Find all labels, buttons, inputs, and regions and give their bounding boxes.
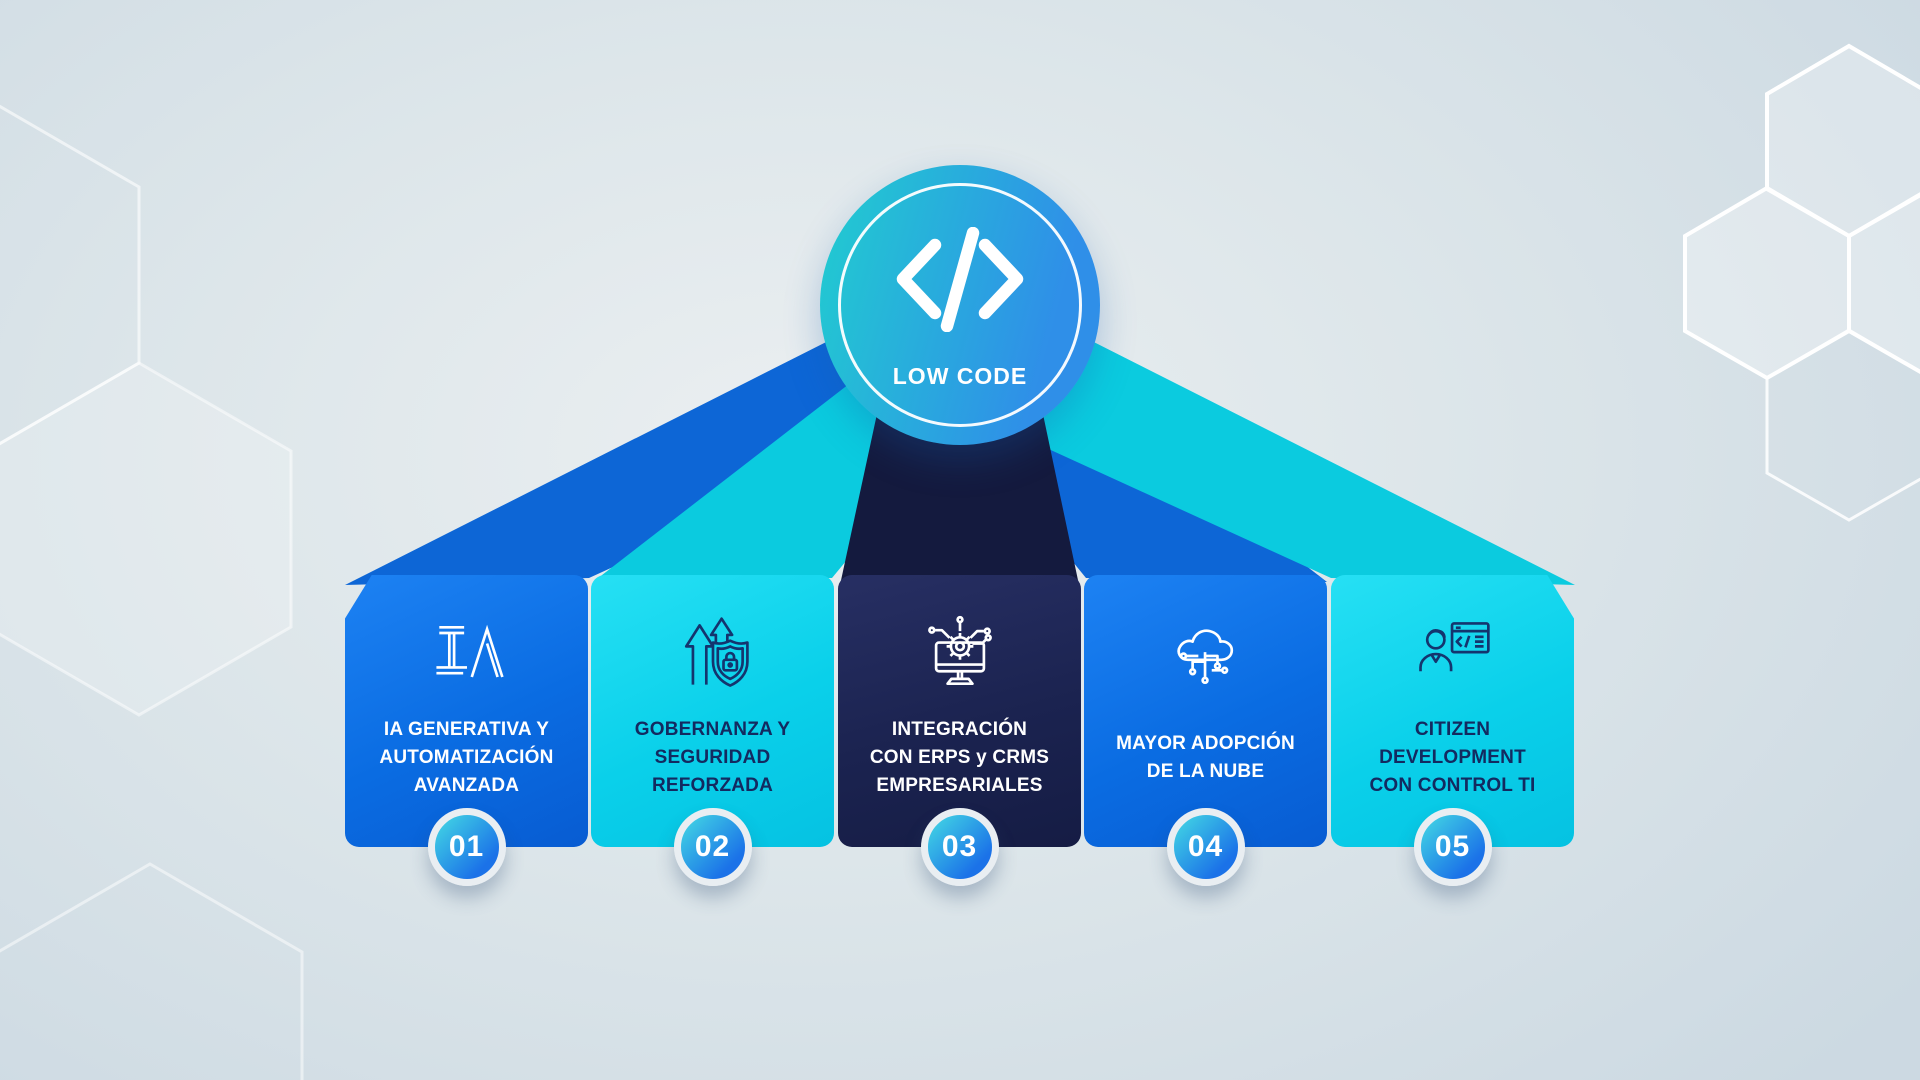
card-icon-wrap bbox=[1410, 605, 1496, 705]
ray-card-5 bbox=[985, 330, 1575, 585]
step-badge-5: 05 bbox=[1413, 808, 1492, 886]
card-citizen-development: CITIZEN DEVELOPMENT CON CONTROL TI 05 bbox=[1331, 575, 1574, 886]
monitor-gear-icon bbox=[927, 615, 992, 686]
step-badge-2: 02 bbox=[673, 808, 752, 886]
ray-card-1 bbox=[345, 330, 935, 585]
hexagon-left-middle bbox=[0, 361, 293, 717]
hub-label: LOW CODE bbox=[892, 363, 1028, 389]
hexagon-outline-left-top bbox=[0, 104, 141, 446]
step-number: 01 bbox=[448, 830, 485, 863]
hexagon-left-bottom bbox=[0, 862, 304, 1080]
low-code-hub: LOW CODE bbox=[820, 165, 1100, 445]
ray-card-3 bbox=[840, 400, 1079, 585]
hub-inner-ring bbox=[838, 183, 1082, 427]
person-code-icon bbox=[1418, 622, 1490, 672]
card-title: MAYOR ADOPCIÓN DE LA NUBE bbox=[1116, 733, 1295, 782]
card-title: INTEGRACIÓN CON ERPS y CRMS EMPRESARIALE… bbox=[869, 719, 1050, 796]
step-number: 05 bbox=[1434, 830, 1471, 863]
card-icon-wrap bbox=[917, 605, 1003, 705]
step-number: 04 bbox=[1187, 830, 1224, 863]
card-background bbox=[591, 575, 834, 847]
card-icon-wrap bbox=[424, 605, 510, 705]
card-title: IA GENERATIVA Y AUTOMATIZACIÓN AVANZADA bbox=[379, 719, 554, 796]
card-background bbox=[1331, 575, 1574, 847]
step-badge-1: 01 bbox=[427, 808, 506, 886]
card-background bbox=[838, 575, 1081, 847]
step-badge-3: 03 bbox=[920, 808, 999, 886]
hexagon-right-bottom bbox=[1765, 328, 1920, 522]
card-integracion: INTEGRACIÓN CON ERPS y CRMS EMPRESARIALE… bbox=[838, 575, 1081, 886]
step-badge-4: 04 bbox=[1166, 808, 1245, 886]
card-icon-wrap bbox=[670, 605, 756, 705]
card-ia-generativa: IA GENERATIVA Y AUTOMATIZACIÓN AVANZADA … bbox=[345, 575, 588, 886]
card-background bbox=[1084, 575, 1327, 847]
ai-letters-icon bbox=[435, 624, 504, 678]
code-icon bbox=[896, 227, 1024, 332]
cloud-circuit-icon bbox=[1176, 629, 1233, 685]
card-icon-wrap bbox=[1163, 605, 1249, 705]
card-title: GOBERNANZA Y SEGURIDAD REFORZADA bbox=[634, 719, 791, 796]
card-adopcion-nube: MAYOR ADOPCIÓN DE LA NUBE 04 bbox=[1084, 575, 1327, 886]
card-gobernanza: GOBERNANZA Y SEGURIDAD REFORZADA 02 bbox=[591, 575, 834, 886]
shield-lock-icon bbox=[684, 617, 749, 687]
card-title: CITIZEN DEVELOPMENT CON CONTROL TI bbox=[1369, 719, 1536, 796]
hexagon-right-edge bbox=[1847, 192, 1920, 375]
step-number: 03 bbox=[941, 830, 978, 863]
step-number: 02 bbox=[694, 830, 731, 863]
card-background bbox=[345, 575, 588, 847]
